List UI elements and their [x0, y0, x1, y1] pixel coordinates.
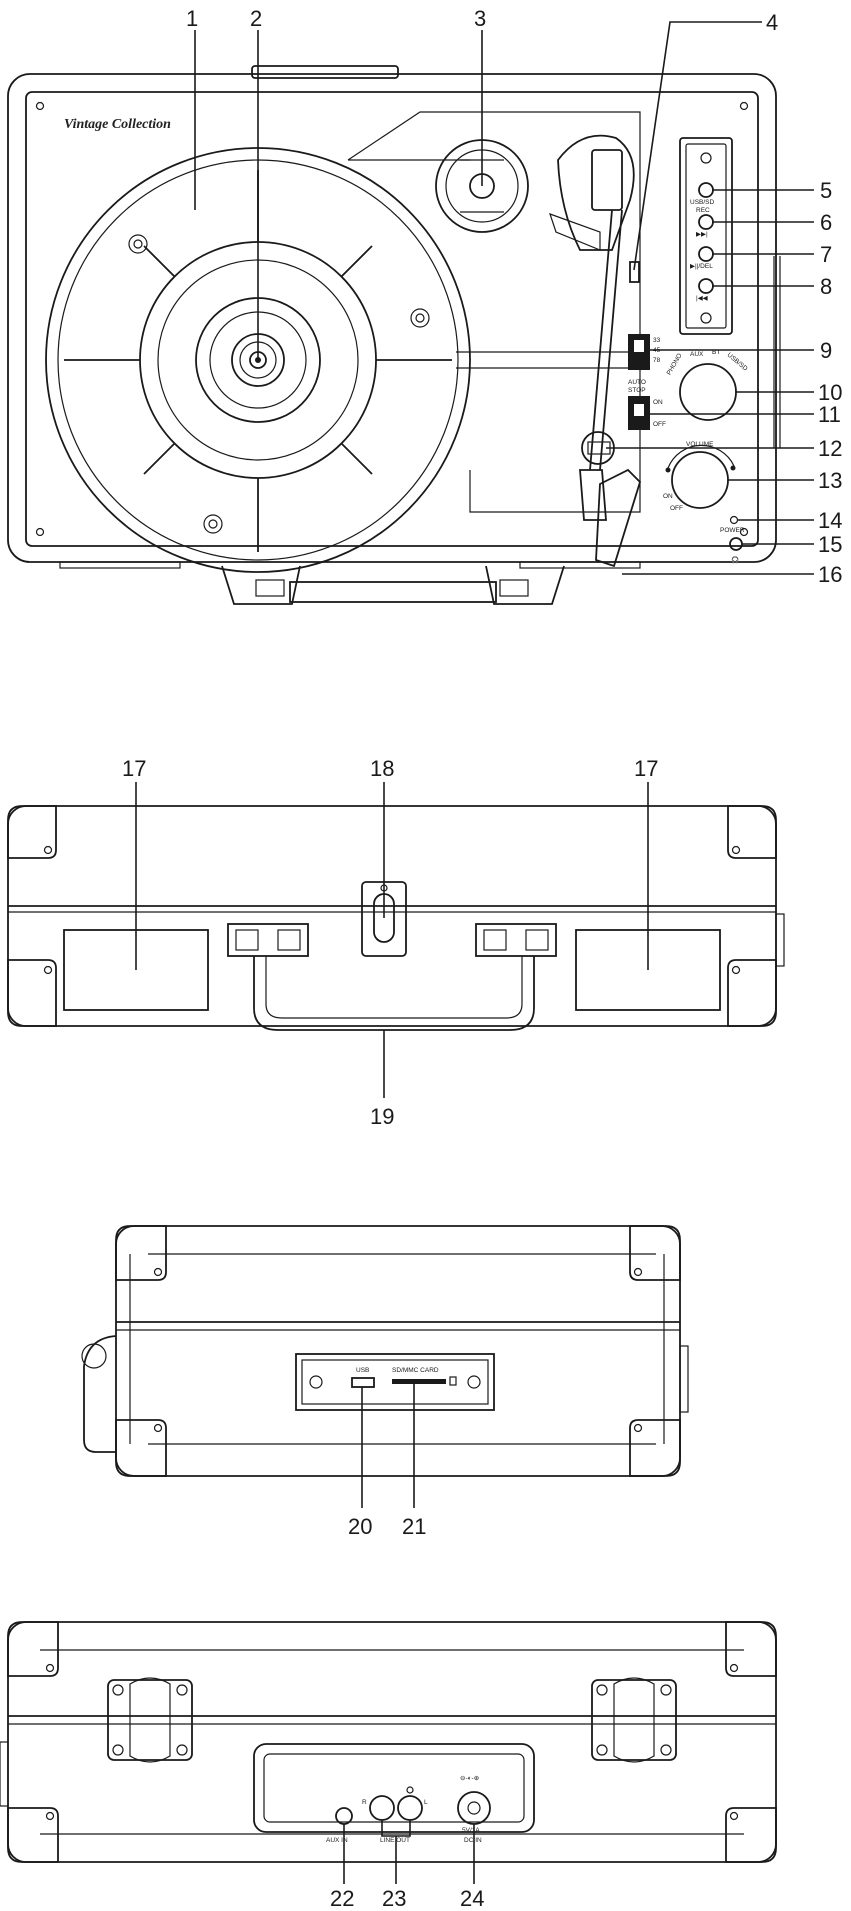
callout-22: 22 [330, 1886, 354, 1911]
rear-corner-guards [7, 1621, 777, 1863]
callout-17-right: 17 [634, 756, 658, 781]
front-view [7, 805, 785, 1031]
label-vol-off: OFF [670, 505, 683, 512]
callout-16: 16 [818, 562, 842, 587]
sd-card-slot [392, 1379, 446, 1384]
callout-20: 20 [348, 1514, 372, 1539]
headphone-jack [729, 537, 743, 551]
label-next: ▶▶| [696, 231, 708, 238]
callout-18: 18 [370, 756, 394, 781]
handle-brackets [227, 923, 557, 957]
volume-knob: VOLUME ON OFF [663, 441, 736, 512]
case-inner [25, 91, 759, 547]
carry-handle [253, 956, 535, 1031]
brand-logo: Vintage Collection [64, 117, 171, 132]
line-out-l-jack [397, 1795, 423, 1821]
side-view: USB SD/MMC CARD [81, 1225, 689, 1477]
label-source-usbsd: USB/SD [726, 352, 749, 373]
callout-23: 23 [382, 1886, 406, 1911]
label-usb-port: USB [356, 1367, 369, 1374]
label-vol-on: ON [663, 493, 673, 500]
label-play-del: ▶||/DEL [690, 263, 713, 270]
top-view: Vintage Collection [7, 65, 781, 605]
label-phono: PHONO [666, 352, 684, 376]
leader-lines [135, 21, 814, 1884]
callout-9: 9 [820, 338, 832, 363]
dc-in-jack [457, 1791, 491, 1825]
case-outer [7, 73, 777, 563]
callout-12: 12 [818, 436, 842, 461]
label-aux: AUX [690, 351, 704, 358]
label-dc-in: DC IN [464, 1837, 482, 1844]
callout-3: 3 [474, 6, 486, 31]
callout-2: 2 [250, 6, 262, 31]
callout-6: 6 [820, 210, 832, 235]
line-out-r-jack [369, 1795, 395, 1821]
usb-sd-port-panel: USB SD/MMC CARD [295, 1353, 495, 1411]
label-l: L [424, 1799, 428, 1806]
label-line-out: LINE OUT [380, 1837, 410, 1844]
label-stop: STOP [628, 387, 646, 394]
bottom-handle-edge [59, 561, 641, 605]
headphone-icon: 🎧 [731, 556, 739, 564]
label-aux-in: AUX IN [326, 1837, 348, 1844]
speed-switch: 33 45 78 [628, 334, 661, 370]
auto-stop-switch: AUTO STOP ON OFF [628, 379, 666, 430]
rear-case [7, 1621, 777, 1863]
usb-port [351, 1377, 375, 1388]
label-dc-rating: 5V/1A [462, 1827, 480, 1834]
callout-14: 14 [818, 508, 842, 533]
rear-hinge-left [107, 1677, 193, 1763]
callout-5: 5 [820, 178, 832, 203]
side-corner-guards [115, 1225, 681, 1477]
label-rec: REC [696, 207, 710, 214]
side-case [115, 1225, 681, 1477]
callout-8: 8 [820, 274, 832, 299]
label-auto: AUTO [628, 379, 646, 386]
label-usb-sd: USB/SD [690, 199, 715, 206]
callout-10: 10 [818, 380, 842, 405]
dc-polarity-icon: ⊖-◐-⊕ [460, 1775, 480, 1782]
callout-24: 24 [460, 1886, 484, 1911]
label-volume: VOLUME [686, 441, 714, 448]
front-case [7, 805, 777, 1027]
tonearm [549, 134, 642, 568]
rear-hinge-right [591, 1677, 677, 1763]
callout-numbers: 1 2 3 4 5 6 7 8 9 10 11 12 13 14 15 16 1… [122, 6, 842, 1911]
label-prev: |◀◀ [696, 295, 709, 302]
label-on: ON [653, 399, 663, 406]
callout-19: 19 [370, 1104, 394, 1129]
label-speed-33: 33 [653, 337, 661, 344]
label-bt: BT [712, 349, 720, 356]
rear-view: AUX IN R L LINE OUT ⊖-◐-⊕ 5V/1A DC IN [0, 1621, 777, 1863]
plinth-plate [347, 111, 641, 513]
label-power: POWER [720, 527, 745, 534]
label-r: R [362, 1799, 367, 1806]
callout-11: 11 [818, 402, 841, 427]
label-speed-78: 78 [653, 357, 661, 364]
label-off: OFF [653, 421, 666, 428]
usb-sd-button-strip: USB/SD REC ▶▶| ▶||/DEL |◀◀ [679, 137, 733, 335]
label-sd-card: SD/MMC CARD [392, 1367, 439, 1374]
front-corner-guards [7, 805, 777, 1027]
lid-tab [251, 65, 399, 79]
rear-io-panel: AUX IN R L LINE OUT ⊖-◐-⊕ 5V/1A DC IN [253, 1743, 535, 1844]
callout-7: 7 [820, 242, 832, 267]
callout-21: 21 [402, 1514, 426, 1539]
callout-17-left: 17 [122, 756, 146, 781]
callout-13: 13 [818, 468, 842, 493]
corner-screws [35, 101, 749, 537]
callout-4: 4 [766, 10, 778, 35]
power-led [729, 515, 739, 525]
callout-15: 15 [818, 532, 842, 557]
side-handle-profile [83, 1335, 117, 1453]
source-selector-knob: PHONO AUX BT USB/SD [666, 349, 749, 421]
callout-1: 1 [186, 6, 198, 31]
